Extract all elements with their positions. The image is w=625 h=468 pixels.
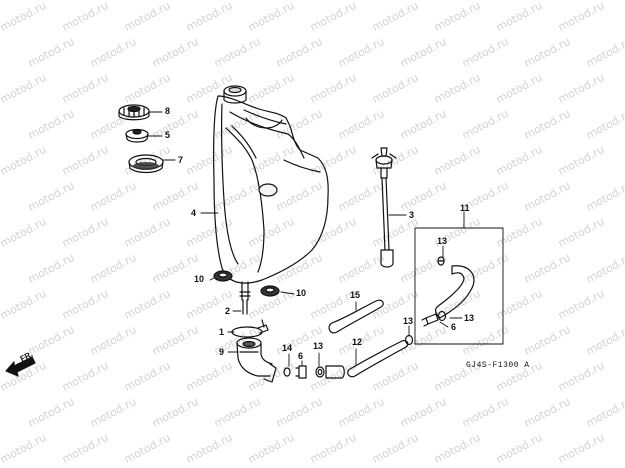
hose-clamp <box>231 319 269 338</box>
box-clip-top <box>437 256 445 266</box>
clip-14 <box>283 367 291 377</box>
hose-15 <box>328 299 384 334</box>
callout-14: 14 <box>282 343 293 353</box>
callout-6: 6 <box>298 351 304 361</box>
callout-13: 13 <box>313 341 324 351</box>
elbow-joint <box>236 337 277 383</box>
front-direction-arrow <box>5 356 36 377</box>
callout-7: 7 <box>178 155 184 165</box>
filler-cap <box>118 104 150 121</box>
callout-13-box: 13 <box>464 313 475 323</box>
leader-lines <box>147 111 465 367</box>
callout-13-mid: 13 <box>403 316 414 326</box>
tank-filler-neck <box>223 85 247 104</box>
box-clip-right <box>437 310 447 322</box>
callout-3: 3 <box>409 210 415 220</box>
cap-valve <box>125 128 149 143</box>
clip-13-right <box>404 334 414 346</box>
fuel-tank <box>213 95 329 284</box>
callout-4: 4 <box>191 208 197 218</box>
joint-pipe-6 <box>295 365 307 379</box>
grommet-left <box>213 270 233 282</box>
hose-12 <box>347 339 409 378</box>
callout-10-right: 10 <box>296 288 307 298</box>
callout-12: 12 <box>352 337 363 347</box>
callout-10-left: 10 <box>194 274 205 284</box>
callout-13-top: 13 <box>437 236 448 246</box>
callout-1: 1 <box>219 327 225 337</box>
cap-packing <box>128 154 164 174</box>
callout-9: 9 <box>219 347 225 357</box>
short-tube <box>325 365 345 379</box>
grommet-right <box>260 285 280 297</box>
callout-5: 5 <box>165 130 171 140</box>
box-joint-6 <box>421 313 439 327</box>
tank-outlet-fitting <box>239 281 251 315</box>
fuel-level-sensor <box>371 147 397 268</box>
callout-8: 8 <box>165 106 171 116</box>
callout-2: 2 <box>225 306 231 316</box>
hose-assembly-box <box>414 227 504 345</box>
hose-clip-13 <box>315 366 325 378</box>
figure-code: GJ4S-F1300 A <box>466 361 530 370</box>
callout-15: 15 <box>350 290 361 300</box>
breather-hose <box>434 265 475 319</box>
callout-6-box: 6 <box>451 322 457 332</box>
callout-11: 11 <box>460 203 470 213</box>
